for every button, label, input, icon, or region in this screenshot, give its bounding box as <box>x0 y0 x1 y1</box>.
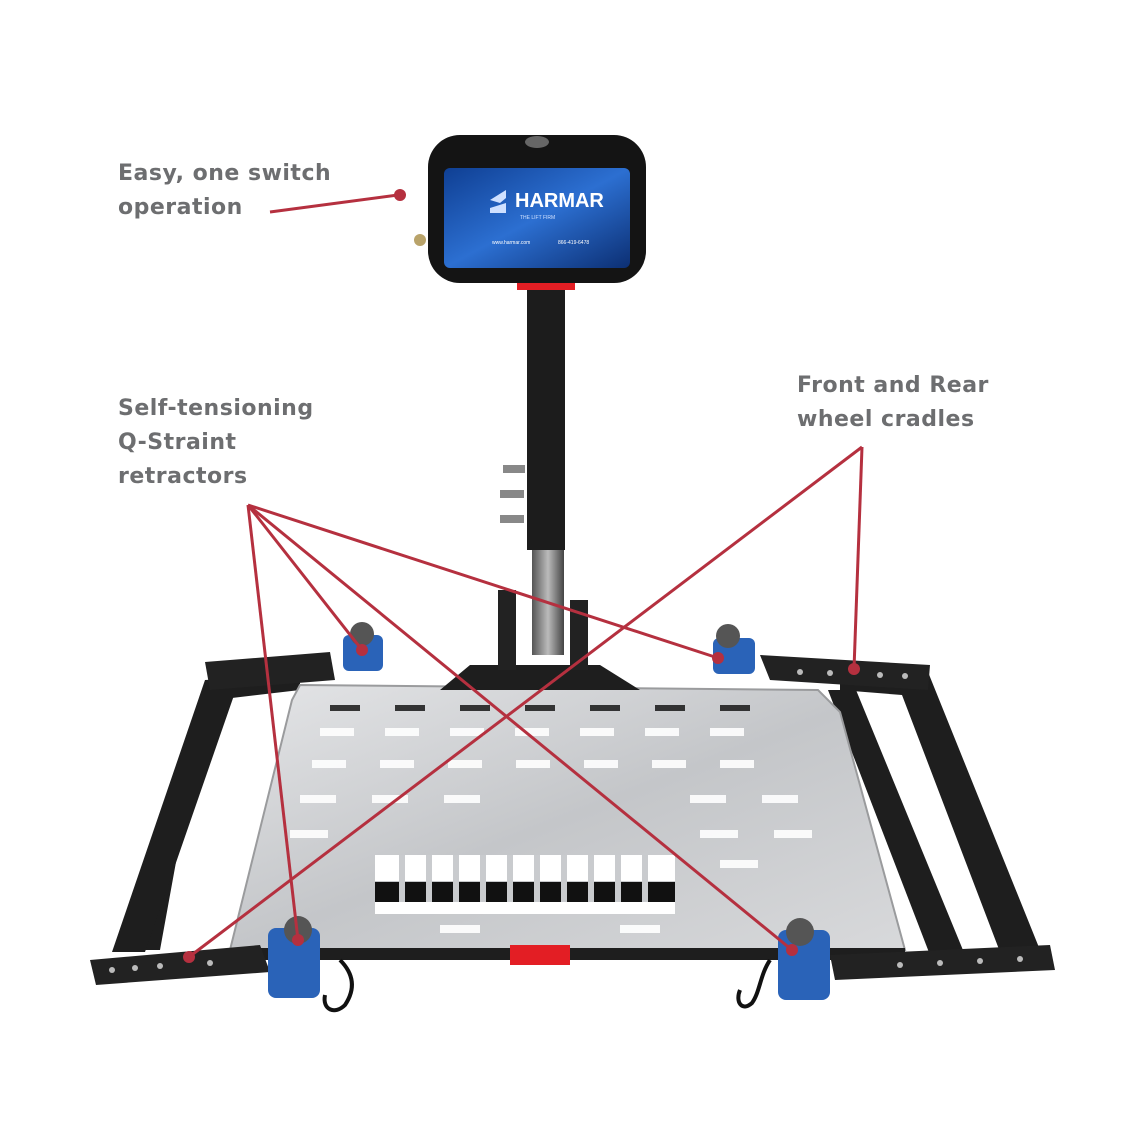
callout-retractors-line1: Self-tensioning <box>118 396 314 421</box>
callout-retractors-line2: Q-Straint <box>118 430 237 455</box>
brand-panel <box>444 168 630 268</box>
callout-lines <box>183 189 864 963</box>
brand-tagline: THE LIFT FIRM <box>520 215 555 221</box>
reflector <box>510 945 570 965</box>
callout-line-retractor <box>247 503 719 660</box>
brand-phone: 866-419-6478 <box>558 240 589 246</box>
switch-button-icon[interactable] <box>525 136 549 148</box>
callout-line-retractor <box>246 504 300 941</box>
callout-line-switch <box>269 193 399 214</box>
callout-label-cradles: Front and Rear wheel cradles <box>797 369 989 437</box>
wheel-cradle-right <box>830 945 1055 980</box>
callout-retractors-line3: retractors <box>118 464 248 489</box>
callout-line-cradle <box>188 445 863 959</box>
harmar-logo-icon <box>490 190 506 203</box>
callout-cradles-line2: wheel cradles <box>797 407 975 432</box>
control-box[interactable]: HARMAR THE LIFT FIRM www.harmar.com 866-… <box>414 135 646 283</box>
front-bar <box>230 945 905 965</box>
wheel-cradle-left <box>90 945 270 985</box>
callout-line-cradle <box>852 446 864 670</box>
hook-icon <box>736 958 772 1009</box>
callout-switch-line2: operation <box>118 195 243 220</box>
callout-cradles-line1: Front and Rear <box>797 373 989 398</box>
brand-logo: HARMAR <box>515 190 604 212</box>
platform-plate <box>228 683 907 951</box>
key-icon[interactable] <box>414 234 426 246</box>
grid-cutouts <box>375 855 675 914</box>
hook-icon <box>322 958 354 1013</box>
outer-frame <box>112 660 1040 955</box>
mast-base <box>440 272 640 690</box>
callout-label-switch: Easy, one switch operation <box>118 157 331 225</box>
callout-line-retractor <box>246 504 364 651</box>
callout-dot-switch <box>394 189 406 201</box>
brand-website: www.harmar.com <box>492 240 530 246</box>
callout-switch-line1: Easy, one switch <box>118 161 332 186</box>
callout-label-retractors: Self-tensioning Q-Straint retractors <box>118 392 314 494</box>
retractor-rear-right <box>713 624 755 674</box>
rear-bar <box>205 652 930 690</box>
callout-line-retractor <box>247 503 793 952</box>
